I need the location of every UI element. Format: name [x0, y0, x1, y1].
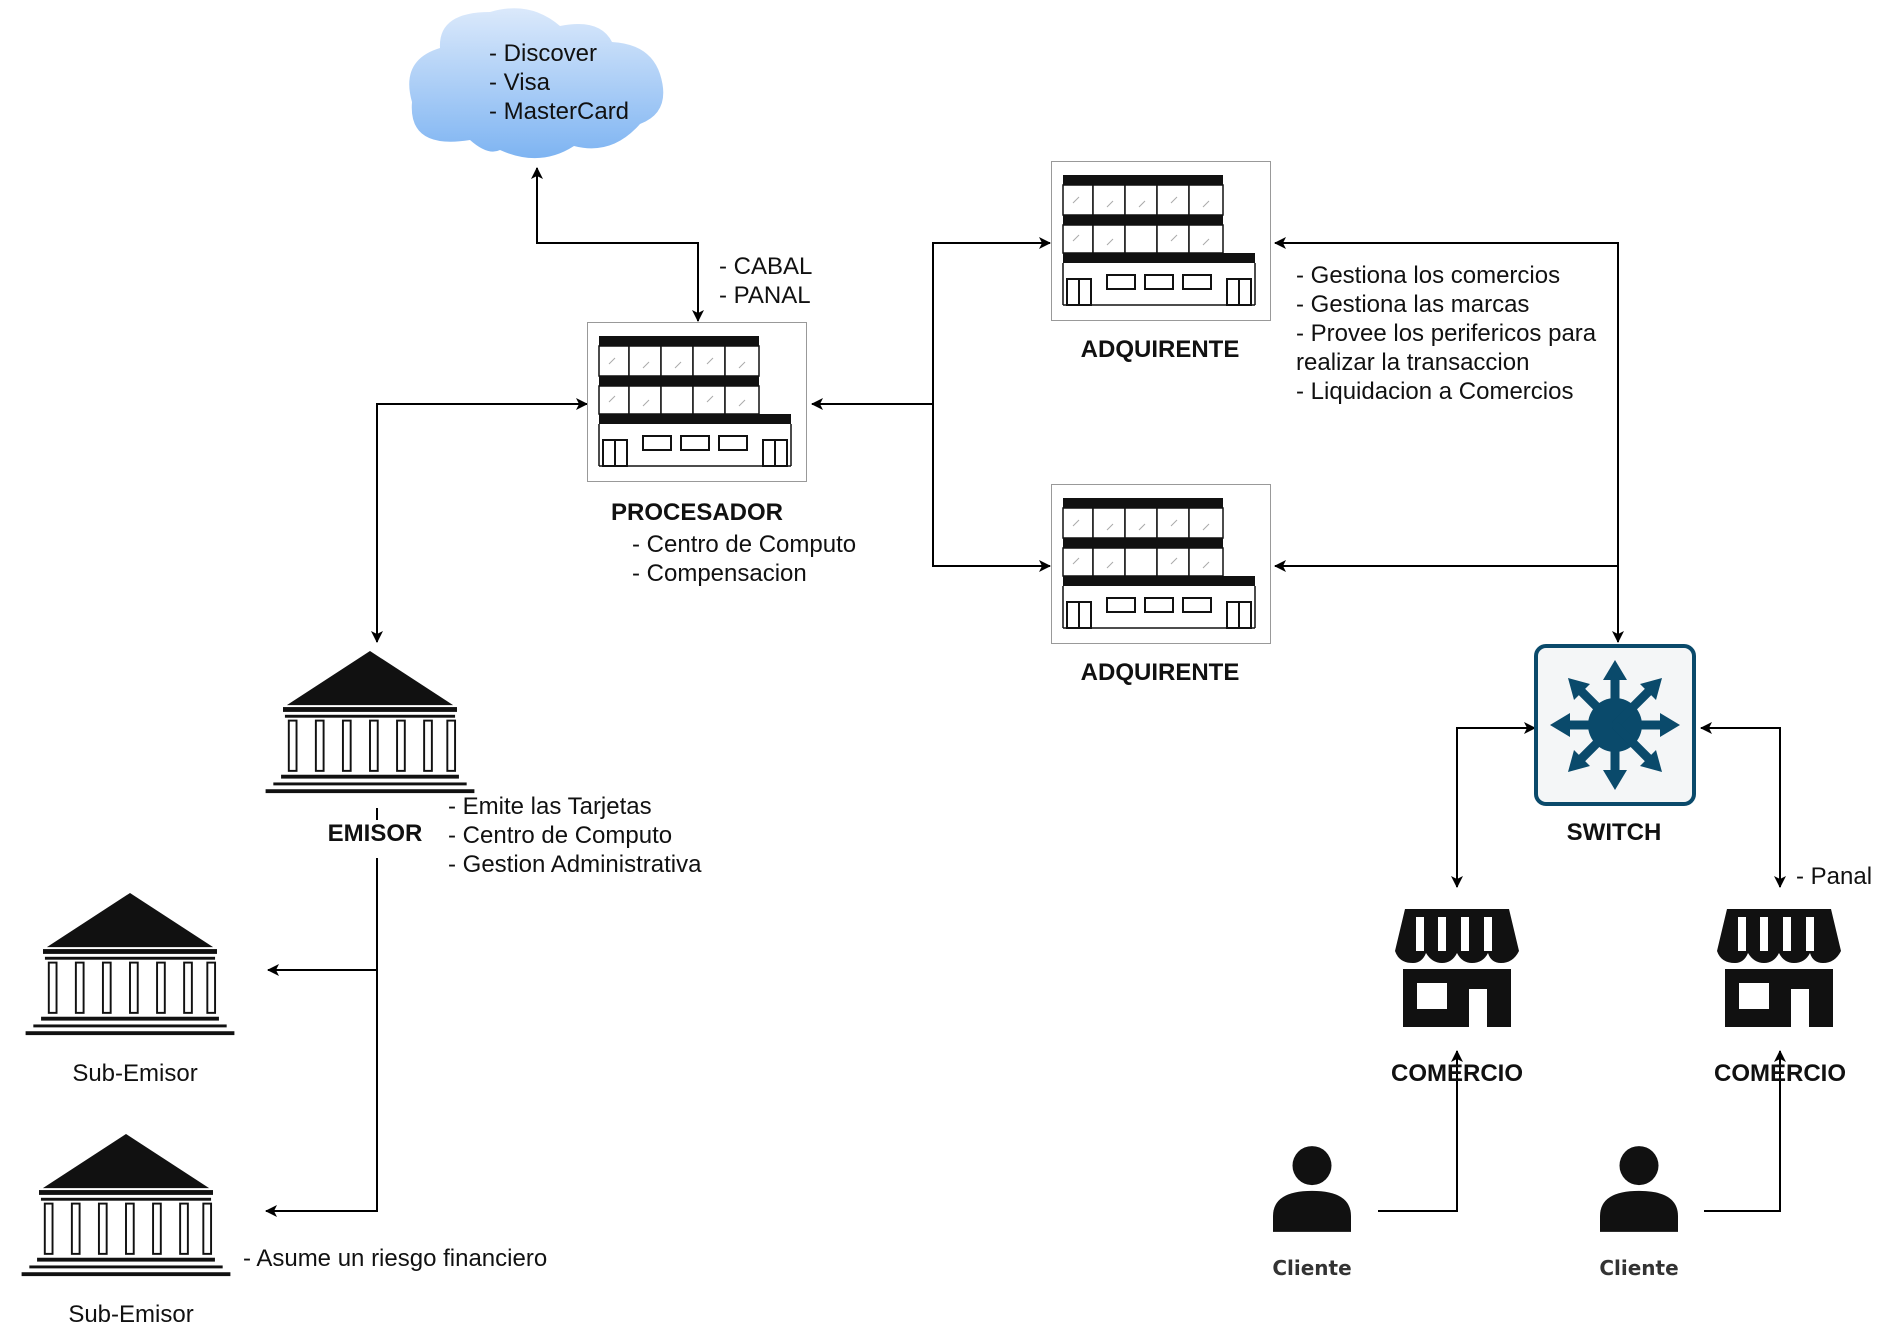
adquirente-1-label: ADQUIRENTE	[1080, 336, 1240, 363]
adquirente-1-building-icon	[1051, 161, 1271, 321]
cliente-2-person-icon	[1600, 1146, 1678, 1232]
edge-emisor-sub2	[265, 970, 378, 1217]
adquirente-notes: - Gestiona los comercios - Gestiona las …	[1296, 261, 1596, 406]
emisor-label: EMISOR	[325, 820, 425, 848]
emisor-note: - Emite las Tarjetas	[448, 793, 652, 820]
procesador-note: - Centro de Computo	[632, 531, 857, 558]
sub-emisor-1-label: Sub-Emisor	[72, 1060, 198, 1087]
edge-bus-adq1	[932, 237, 1051, 404]
cloud-item: - Visa	[489, 69, 550, 96]
switch-label: SWITCH	[1566, 819, 1662, 846]
comercio-2-label: COMERCIO	[1714, 1060, 1846, 1087]
edge-cloud-procesador	[531, 167, 704, 322]
procesador-building-icon	[587, 322, 807, 482]
adquirente-note: - Gestiona los comercios	[1296, 262, 1561, 289]
sub-emisor-1-bank-icon	[24, 893, 236, 1037]
adquirente-2-label: ADQUIRENTE	[1080, 659, 1240, 686]
edge-bus-adq2	[932, 404, 1051, 572]
cloud-item: - MasterCard	[489, 98, 630, 125]
cloud-icon	[409, 8, 664, 159]
cloud-item: - Discover	[489, 40, 598, 67]
emisor-bank-icon	[264, 651, 476, 795]
cliente-1-person-icon	[1273, 1146, 1351, 1232]
edge-cliente2-comercio2	[1704, 1050, 1786, 1212]
procesador-brand: - PANAL	[719, 282, 811, 309]
adquirente-note: - Gestiona las marcas	[1296, 291, 1530, 318]
adquirente-note: realizar la transaccion	[1296, 349, 1530, 376]
comercio-1-label: COMERCIO	[1391, 1060, 1523, 1087]
sub-emisor-2-note: - Asume un riesgo financiero	[243, 1245, 548, 1272]
cloud-card-brands: - Discover - Visa - MasterCard	[489, 39, 629, 126]
procesador-brands: - CABAL - PANAL	[719, 252, 812, 310]
adquirente-note: - Liquidacion a Comercios	[1296, 378, 1574, 405]
cliente-2-label: Cliente	[1599, 1256, 1679, 1280]
procesador-notes: - Centro de Computo - Compensacion	[632, 530, 856, 588]
emisor-note: - Gestion Administrativa	[448, 851, 702, 878]
edge-procesador-emisor	[371, 398, 588, 643]
edge-cliente1-comercio1	[1378, 1050, 1463, 1212]
comercio-2-note: - Panal	[1796, 863, 1873, 890]
procesador-brand: - CABAL	[719, 253, 813, 280]
adquirente-2-building-icon	[1051, 484, 1271, 644]
sub-emisor-2-label: Sub-Emisor	[68, 1301, 194, 1328]
adquirente-note: - Provee los perifericos para	[1296, 320, 1597, 347]
edge-switch-adq1	[1274, 237, 1619, 568]
comercio-2-store-icon	[1717, 909, 1841, 1027]
procesador-note: - Compensacion	[632, 560, 807, 587]
emisor-notes: - Emite las Tarjetas - Centro de Computo…	[448, 792, 701, 879]
switch-icon	[1534, 644, 1696, 806]
edge-emisor-sub1	[267, 858, 378, 976]
procesador-label: PROCESADOR	[610, 499, 784, 526]
edge-switch-comercio2	[1700, 722, 1786, 888]
edge-switch-comercio1	[1451, 722, 1536, 888]
cliente-1-label: Cliente	[1272, 1256, 1352, 1280]
comercio-1-store-icon	[1395, 909, 1519, 1027]
emisor-note: - Centro de Computo	[448, 822, 673, 849]
sub-emisor-2-bank-icon	[20, 1134, 232, 1278]
